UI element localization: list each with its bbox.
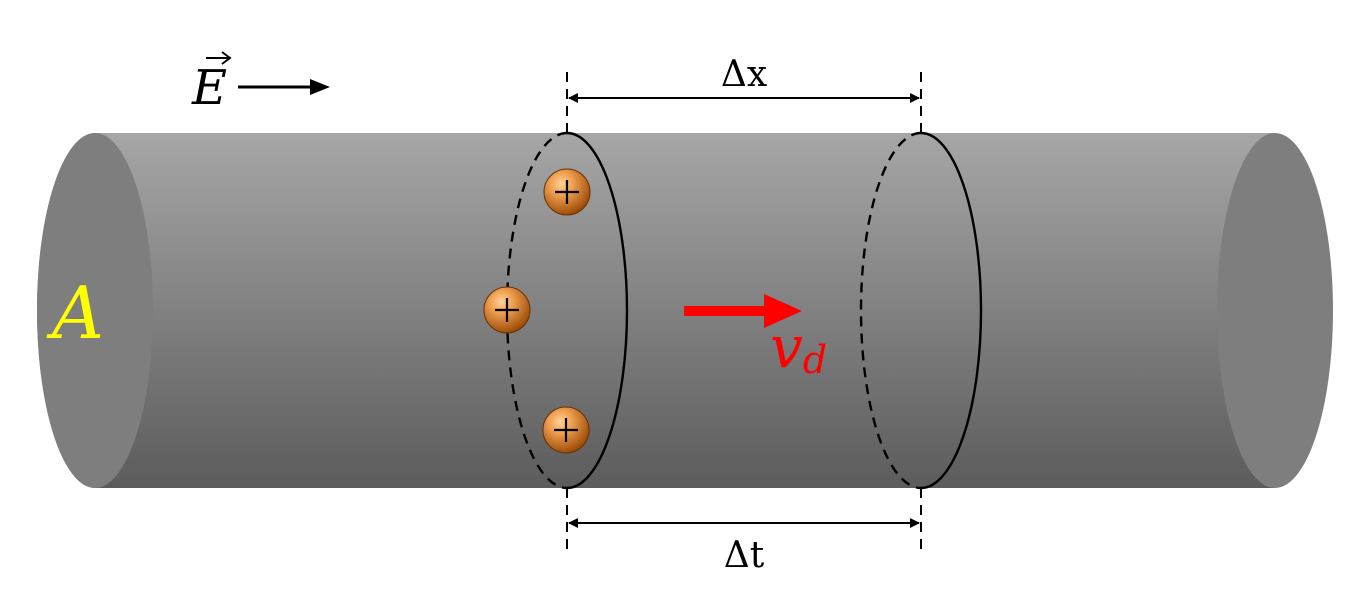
cross-section-end-front xyxy=(920,131,983,490)
left-end-cap xyxy=(37,133,153,488)
delta-x-dimension: Δx xyxy=(566,54,922,133)
delta-t-label: Δt xyxy=(724,535,765,576)
cross-section-start xyxy=(505,131,629,490)
delta-t-dimension: Δt xyxy=(566,488,922,576)
drift-velocity-label: vd xyxy=(770,313,827,382)
area-label: A xyxy=(46,271,104,355)
charges xyxy=(483,168,591,454)
velocity-arrow-head xyxy=(764,294,802,328)
positive-charge-icon xyxy=(483,286,531,334)
cross-section-start-back xyxy=(505,131,568,490)
field-symbol: E xyxy=(191,60,227,116)
cylinder-body xyxy=(36,133,1275,488)
conductor-cylinder xyxy=(36,133,1333,488)
positive-charge-icon xyxy=(543,168,591,216)
cross-section-end-back xyxy=(859,131,922,490)
field-arrow-head xyxy=(310,79,330,95)
cross-section-start-front xyxy=(566,131,629,490)
vector-overarrow-head xyxy=(221,51,232,65)
delta-x-label: Δx xyxy=(721,54,767,95)
positive-charge-icon xyxy=(542,406,590,454)
right-end-cap xyxy=(1217,133,1333,488)
cross-section-end xyxy=(859,131,983,490)
electric-field-label: E xyxy=(191,51,330,116)
drift-velocity: vd xyxy=(684,294,827,382)
